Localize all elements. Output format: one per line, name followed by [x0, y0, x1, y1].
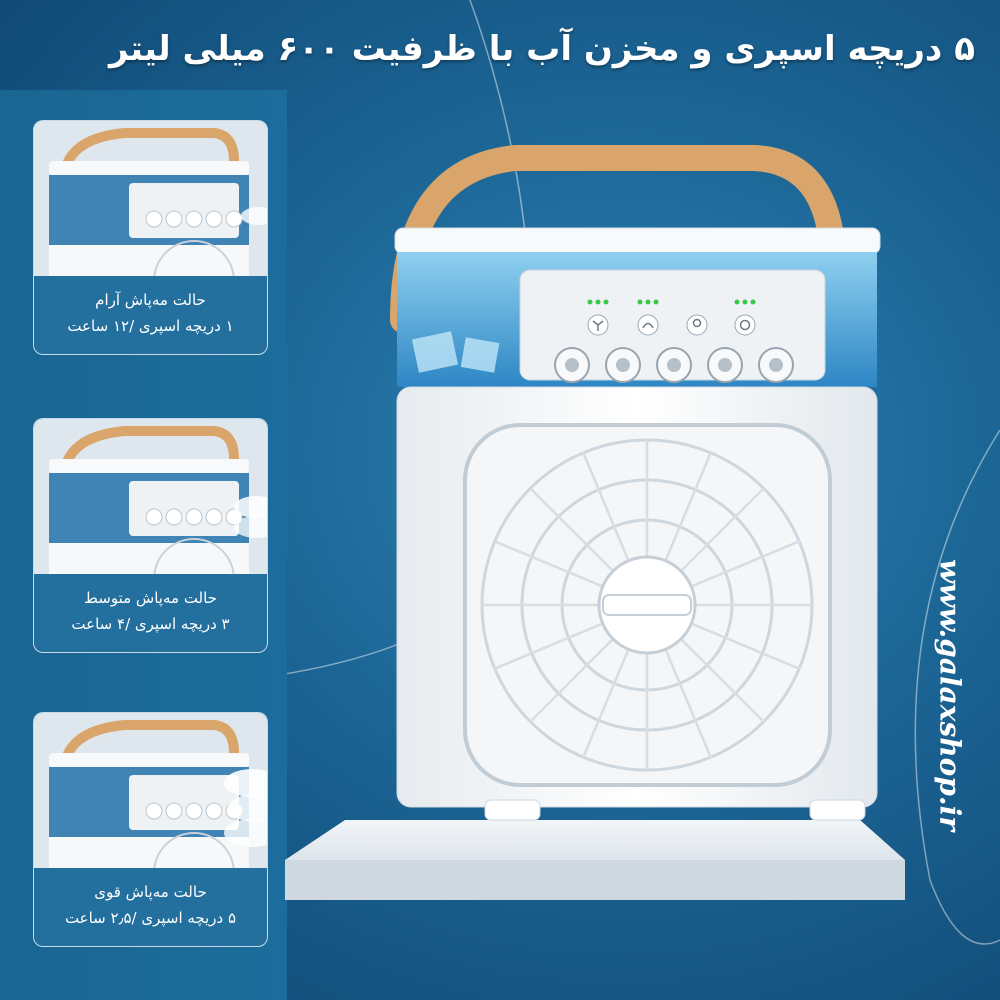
- indicator-lights: [587, 299, 756, 305]
- mode-card-gentle: حالت مه‌پاش آرام ۱ دریچه اسپری /۱۲ ساعت: [33, 120, 268, 355]
- watermark-text: www.galaxshop.ir: [933, 559, 967, 831]
- page-headline: ۵ دریچه اسپری و مخزن آب با ظرفیت ۶۰۰ میل…: [108, 29, 975, 69]
- cooler-thumbnail: [34, 121, 267, 276]
- cooler-thumbnail: [34, 419, 267, 574]
- mode-title: حالت مه‌پاش قوی: [94, 883, 207, 901]
- mist-icon: [637, 314, 659, 336]
- timer-icon: [734, 314, 756, 336]
- mode-detail: ۳ دریچه اسپری /۴ ساعت: [71, 615, 230, 633]
- mode-card-medium: حالت مه‌پاش متوسط ۳ دریچه اسپری /۴ ساعت: [33, 418, 268, 653]
- spray-nozzles: [554, 347, 794, 383]
- mode-card-strong: حالت مه‌پاش قوی ۵ دریچه اسپری /۲٫۵ ساعت: [33, 712, 268, 947]
- website-watermark: www.galaxshop.ir: [905, 520, 995, 870]
- mode-title: حالت مه‌پاش متوسط: [84, 589, 217, 607]
- fan-icon: [587, 314, 609, 336]
- mode-detail: ۱ دریچه اسپری /۱۲ ساعت: [67, 317, 234, 335]
- cooler-thumbnail: [34, 713, 267, 868]
- mode-detail: ۵ دریچه اسپری /۲٫۵ ساعت: [64, 909, 237, 927]
- light-icon: [686, 314, 708, 336]
- air-cooler-illustration: [285, 145, 905, 900]
- mode-title: حالت مه‌پاش آرام: [95, 291, 206, 309]
